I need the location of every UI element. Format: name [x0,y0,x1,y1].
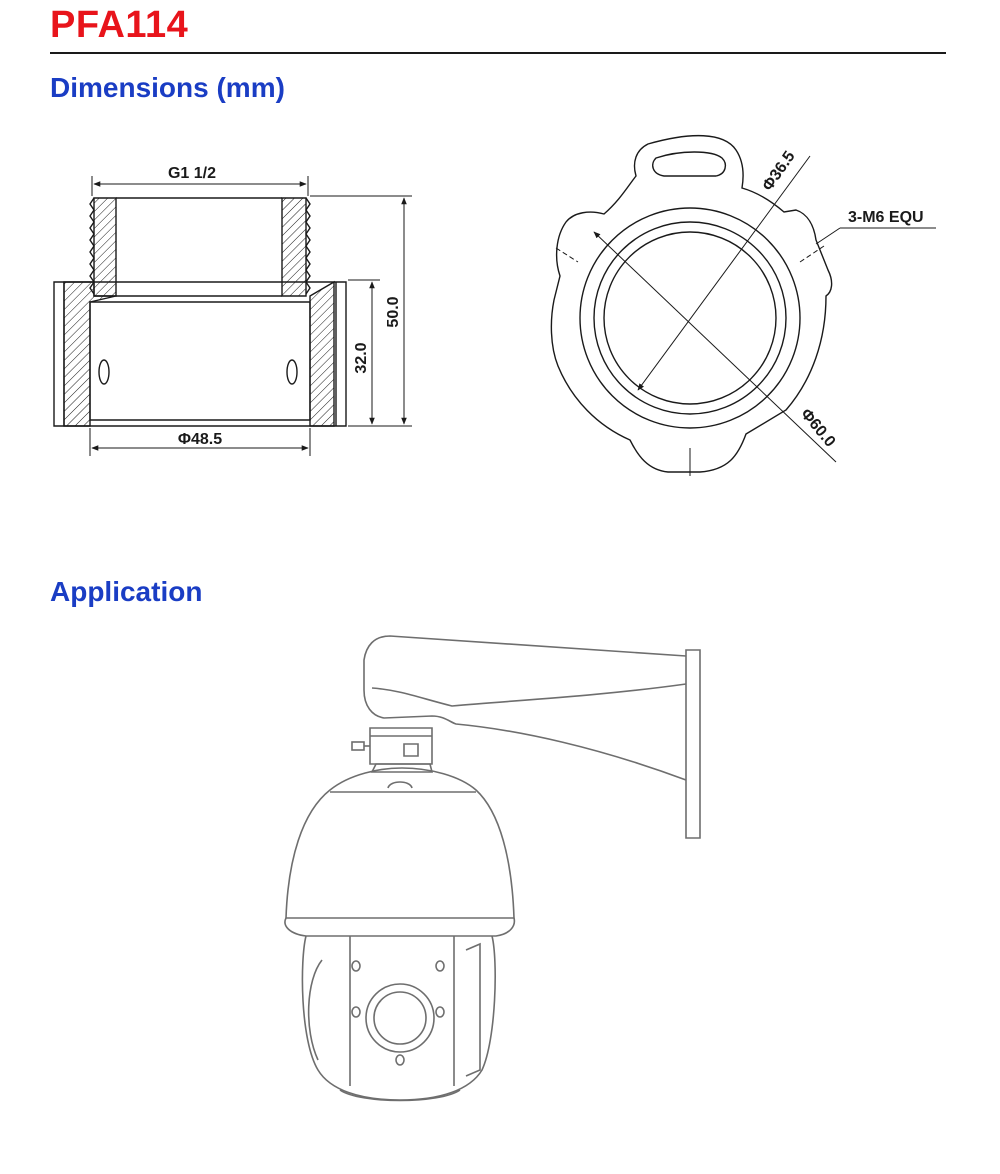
side-view-drawing [53,176,412,456]
top-view-drawing [550,135,936,476]
screw-holes-label: 3-M6 EQU [848,209,924,226]
title-divider [50,52,946,54]
application-heading: Application [50,576,203,607]
total-height-label: 50.0 [385,296,402,327]
thread-size-label: G1 1/2 [168,165,216,182]
product-title: PFA114 [50,4,189,46]
top-outer-diameter-label: Φ60.0 [797,406,839,451]
dimensions-heading: Dimensions (mm) [50,72,285,103]
application-illustration [284,635,701,1102]
body-height-label: 32.0 [353,342,370,373]
outer-diameter-label: Φ48.5 [178,431,222,448]
inner-diameter-label: Φ36.5 [759,148,798,194]
